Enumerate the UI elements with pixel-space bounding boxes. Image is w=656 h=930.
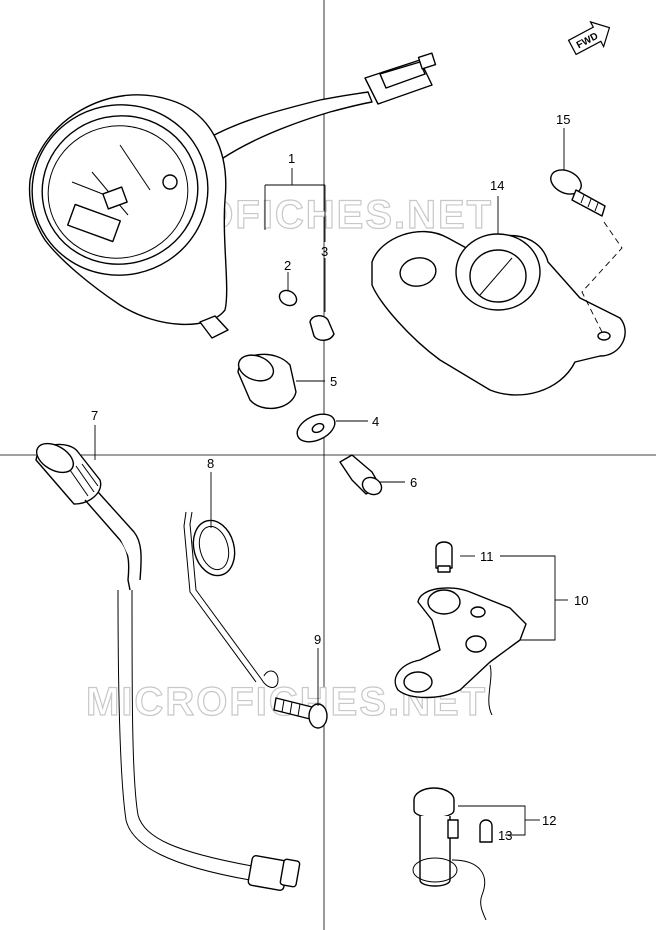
speedometer-cable-part-7: [35, 442, 301, 891]
callout-7: 7: [91, 408, 98, 423]
callout-15: 15: [556, 112, 570, 127]
callout-12: 12: [542, 813, 556, 828]
bolt-part-6: [339, 454, 383, 496]
bulb-part-11: [435, 541, 453, 573]
speedometer-assembly: [28, 52, 437, 339]
screw-15-guide-line: [581, 221, 623, 337]
meter-bracket-part-14: [371, 230, 626, 396]
callout-6: 6: [410, 475, 417, 490]
callout-3: 3: [321, 244, 328, 259]
fwd-arrow-icon: FWD: [567, 20, 611, 56]
callout-2: 2: [284, 258, 291, 273]
callout-4: 4: [372, 414, 379, 429]
bulb-socket-part-3: [309, 315, 335, 341]
grommet-part-5: [237, 353, 297, 410]
indicator-lamp-part-12: [412, 787, 487, 921]
callout-9: 9: [314, 632, 321, 647]
leader-lines: [94, 128, 568, 836]
callout-11: 11: [480, 549, 494, 564]
washer-part-4: [296, 413, 336, 443]
screw-part-15: [550, 169, 606, 217]
callout-13: 13: [498, 828, 512, 843]
bulb-part-2: [278, 289, 298, 307]
callout-14: 14: [490, 178, 504, 193]
callout-8: 8: [207, 456, 214, 471]
bulb-part-13: [479, 819, 493, 843]
spring-clip-part-8: [183, 511, 279, 688]
lamp-bracket-part-10: [394, 587, 527, 716]
callout-5: 5: [330, 374, 337, 389]
callout-labels: 1 2 3 4 5 6 7 8 9 10 11 12 13 14 15: [91, 112, 588, 843]
callout-10: 10: [574, 593, 588, 608]
callout-1: 1: [288, 151, 295, 166]
